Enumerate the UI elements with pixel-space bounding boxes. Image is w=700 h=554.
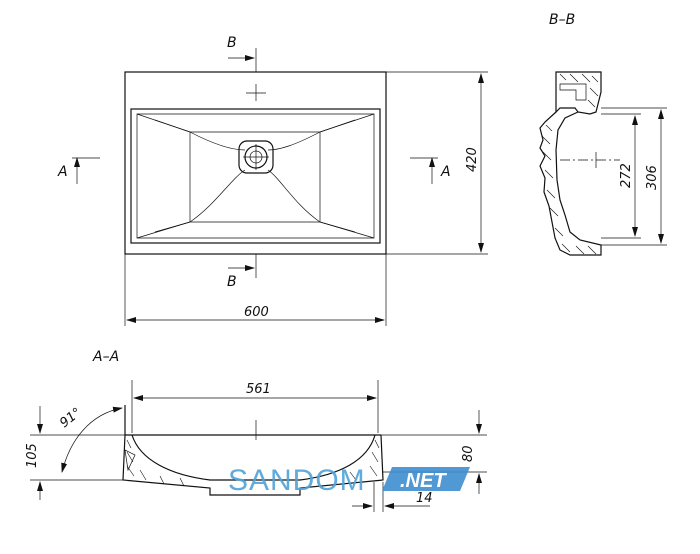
top-outer-outline [124,71,387,255]
dim-width: 600 [244,305,269,320]
dim-height: 420 [465,147,480,172]
cut-label-a-right: A [440,164,451,180]
dim-angle: 91° [57,405,84,431]
dim-bowl-height: 80 [461,445,476,462]
watermark-suffix: .NET [400,470,447,492]
dim-bowl-width: 561 [246,382,271,397]
dim-inner-depth: 272 [619,163,634,188]
section-bb: B–B 272 306 [539,12,667,256]
dim-total-height: 105 [25,443,40,468]
watermark-badge [382,467,470,491]
cut-label-b-bottom: B [227,274,237,290]
top-view: B B A A 600 420 [57,35,488,326]
cut-label-b-top: B [227,35,237,51]
dim-offset: 14 [416,491,433,506]
drain-outline [238,140,274,174]
section-bb-title: B–B [549,12,575,28]
section-aa-title: A–A [92,349,119,365]
cut-label-a-left: A [57,164,68,180]
watermark-brand: SANDOM [228,464,366,497]
watermark-logo: SANDOM .NET [228,464,470,497]
top-bowl-rim [130,108,381,244]
dim-outer-depth: 306 [645,165,660,190]
